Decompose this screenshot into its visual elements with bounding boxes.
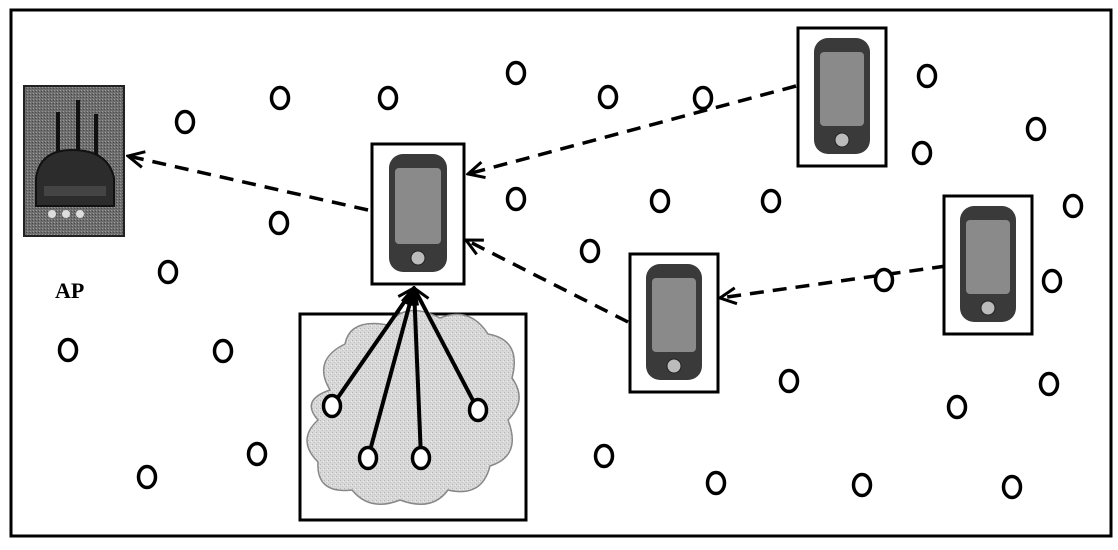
relay-device xyxy=(370,142,466,286)
sensor-node xyxy=(1062,193,1084,219)
sensor-node xyxy=(505,186,527,212)
sensor-node xyxy=(377,85,399,111)
ap-label: AP xyxy=(55,278,84,303)
sensor-node xyxy=(1025,116,1047,142)
link-middle-device-to-relay xyxy=(466,238,629,324)
sensor-node xyxy=(410,445,432,471)
link-top-device-to-relay xyxy=(468,84,797,174)
dashed-links xyxy=(128,84,947,324)
sensor-node xyxy=(597,84,619,110)
sensor-node xyxy=(705,470,727,496)
sensor-node xyxy=(246,441,268,467)
sensor-node xyxy=(268,210,290,236)
sensor-node xyxy=(692,85,714,111)
sensor-nodes xyxy=(57,60,1084,500)
sensor-node xyxy=(851,472,873,498)
sensor-node xyxy=(212,338,234,364)
sensor-node xyxy=(760,188,782,214)
sensor-node xyxy=(157,259,179,285)
sensor-node xyxy=(467,397,489,423)
link-relay-to-ap xyxy=(128,156,369,212)
sensor-node xyxy=(1001,474,1023,500)
sensor-node xyxy=(136,464,158,490)
cluster-link xyxy=(330,288,414,408)
sensor-node xyxy=(1041,268,1063,294)
access-point xyxy=(23,85,125,237)
middle-device xyxy=(628,252,720,394)
diagram-frame xyxy=(9,8,1113,538)
cluster-link xyxy=(366,288,414,459)
sensor-node xyxy=(357,445,379,471)
mobile-phone-icon xyxy=(389,154,447,272)
link-right-device-to-middle xyxy=(720,264,947,298)
sensor-node xyxy=(911,140,933,166)
cluster-link xyxy=(412,288,480,411)
sensor-node xyxy=(505,60,527,86)
sensor-node xyxy=(174,109,196,135)
sensor-node xyxy=(916,63,938,89)
router-icon xyxy=(35,100,115,218)
sensor-node xyxy=(649,188,671,214)
mobile-phone-icon xyxy=(814,38,870,154)
sensor-node xyxy=(873,267,895,293)
sensor-node xyxy=(321,393,343,419)
top-device xyxy=(796,26,888,168)
cluster-links xyxy=(330,288,480,459)
sensor-node xyxy=(593,443,615,469)
sensor-node xyxy=(579,238,601,264)
sensor-node xyxy=(1038,371,1060,397)
mobile-phone-icon xyxy=(960,206,1016,322)
sensor-node xyxy=(57,337,79,363)
sensor-node xyxy=(946,394,968,420)
right-device xyxy=(942,194,1034,336)
cluster-link xyxy=(414,288,421,459)
mobile-phone-icon xyxy=(646,264,702,380)
sensor-node xyxy=(778,368,800,394)
sensor-node xyxy=(269,85,291,111)
